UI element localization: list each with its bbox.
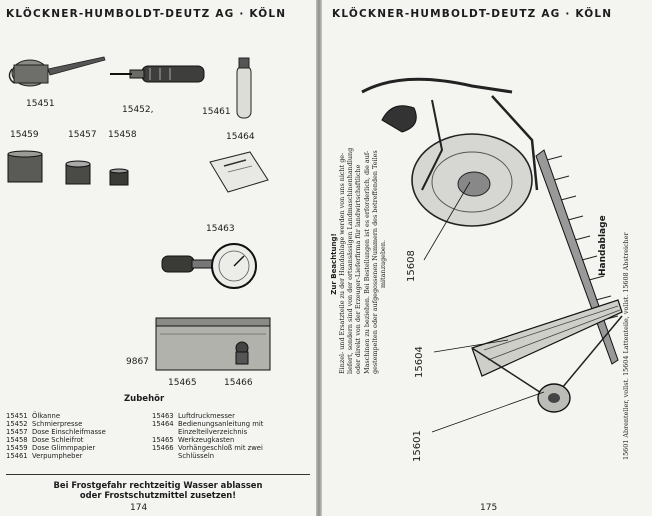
notice-line: mitanzugeben. [379, 240, 388, 288]
book-gutter [316, 0, 322, 516]
notice-title: Zur Beachtung! [330, 233, 338, 295]
page-number-right: 175 [480, 503, 498, 513]
label-15466: 15466 [224, 378, 253, 388]
notice-line: liefert, sondern sind von der ortsansäss… [346, 147, 355, 374]
label-15458: 15458 [108, 130, 137, 140]
figure-caption: 15601 Abrenteller, vollst. 15604 Lattent… [622, 232, 630, 460]
label-15461: 15461 [202, 107, 231, 117]
notice-block: Zur Beachtung! Einzel- und Ersatzteile z… [330, 148, 387, 374]
tool-box-illustration [155, 317, 271, 371]
label-15452: 15452, [122, 105, 154, 115]
frost-warning-line-2: oder Frostschutzmittel zusetzen! [79, 490, 237, 500]
left-page-header: KLÖCKNER-HUMBOLDT-DEUTZ AG · KÖLN [6, 8, 287, 20]
legend-item: Schlüsseln [178, 452, 215, 460]
notice-line: Einzel- und Ersatzteile zu der Handablag… [338, 152, 346, 374]
grease-gun-illustration [110, 65, 205, 83]
label-15451: 15451 [26, 99, 55, 109]
label-15608: 15608 [406, 250, 417, 282]
siphon-pump-illustration [236, 57, 252, 119]
left-page: KLÖCKNER-HUMBOLDT-DEUTZ AG · KÖLN 15451 … [0, 0, 316, 516]
hand-rake-machine-illustration [361, 77, 623, 433]
label-15601: 15601 [412, 430, 423, 462]
label-15465: 15465 [168, 378, 197, 388]
label-15457: 15457 [68, 130, 97, 140]
frost-warning-line-1: Bei Frostgefahr rechtzeitig Wasser ablas… [53, 480, 263, 490]
divider [6, 474, 310, 475]
tin-grinding-red-illustration [109, 168, 129, 186]
label-15463: 15463 [206, 224, 235, 234]
label-9867: 9867 [126, 357, 149, 367]
right-page: KLÖCKNER-HUMBOLDT-DEUTZ AG · KÖLN [322, 0, 652, 516]
legend-item: Einzelteilverzeichnis [178, 428, 248, 436]
pressure-gauge-illustration [161, 243, 257, 289]
tin-grinding-paste-illustration [65, 160, 91, 185]
manual-booklet-illustration [209, 151, 269, 193]
figure-title: Handablage [598, 215, 608, 276]
notice-line: Maschinen zu beziehen. Bei Bestellungen … [362, 150, 371, 374]
accessories-title: Zubehör [124, 394, 165, 404]
oil-can-illustration [8, 56, 106, 87]
notice-line: gestempelten oder aufgegossenen Nummern … [370, 150, 379, 374]
page-number-left: 174 [130, 503, 148, 513]
notice-line: oder direkt von der Erzeuger-Lieferfirma… [354, 164, 363, 374]
tin-mica-paper-illustration [7, 150, 43, 183]
label-15464: 15464 [226, 132, 255, 142]
label-15459: 15459 [10, 130, 39, 140]
label-15604: 15604 [414, 346, 425, 378]
right-page-header: KLÖCKNER-HUMBOLDT-DEUTZ AG · KÖLN [332, 8, 613, 20]
